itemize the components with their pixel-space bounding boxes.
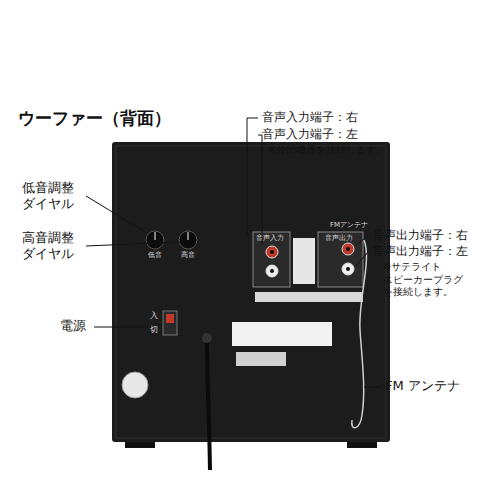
callout-label: 電源 <box>60 318 86 334</box>
jack-hole <box>270 250 274 254</box>
output-panel <box>318 232 363 287</box>
leader-line <box>94 327 159 328</box>
jack-hole <box>346 247 350 251</box>
panel-print: 音声出力 <box>325 234 353 243</box>
bass-dial <box>146 231 164 249</box>
serial-sticker <box>236 352 286 366</box>
callout-label: 低音調整 ダイヤル <box>22 180 86 213</box>
round-sticker <box>122 372 148 398</box>
leader-line <box>356 236 368 245</box>
rca-jack-red <box>342 243 354 255</box>
dial-mark <box>154 232 156 240</box>
panel-print: 低音 <box>148 251 162 260</box>
leader-line <box>247 118 258 236</box>
warning-sticker <box>232 322 332 346</box>
fm-antenna-wire <box>352 240 367 428</box>
callout-label: 音声出力端子：左 <box>372 244 468 259</box>
foot <box>125 442 155 448</box>
panel-print: 音声入力 <box>256 234 284 243</box>
callout-label: 高音調整 ダイヤル <box>22 230 86 263</box>
callout-label: 音声入力端子：左 <box>262 127 358 142</box>
panel-print: 高音 <box>181 251 195 260</box>
dial-mark <box>187 232 189 240</box>
rca-jack-white <box>342 263 354 275</box>
foot <box>347 442 377 448</box>
jack-hole <box>346 267 350 271</box>
cord-bushing <box>202 333 212 343</box>
rca-jack-red <box>266 246 278 258</box>
switch-rocker <box>166 314 174 323</box>
leader-line <box>86 242 180 246</box>
treble-dial <box>179 231 197 249</box>
panel-print: 切 <box>150 325 158 335</box>
panel-print: 入 <box>150 311 158 321</box>
jack-hole <box>270 269 274 273</box>
callout-label: 音声入力端子：右 <box>262 110 358 125</box>
panel-print: FMアンテナ <box>330 221 368 230</box>
leader-line <box>86 196 147 233</box>
leader-line <box>356 252 368 266</box>
spec-sticker <box>255 292 363 302</box>
power-switch <box>163 311 177 335</box>
callout-label: 音声出力端子：右 <box>372 228 468 243</box>
power-cord <box>207 340 210 470</box>
rca-jack-white <box>266 265 278 277</box>
callout-note: ※外部機器を接続します。 <box>268 144 386 157</box>
cabinet <box>112 142 390 442</box>
leader-line <box>364 387 381 388</box>
diagram-title: ウーファー（背面） <box>18 108 171 129</box>
input-panel <box>253 232 290 287</box>
callout-label: FM アンテナ <box>385 378 460 394</box>
cabinet-edge <box>116 146 386 438</box>
spec-sticker <box>293 238 315 284</box>
callout-note: ※サテライト スピーカープラグ を接続します。 <box>383 261 473 299</box>
leader-line <box>258 135 262 244</box>
